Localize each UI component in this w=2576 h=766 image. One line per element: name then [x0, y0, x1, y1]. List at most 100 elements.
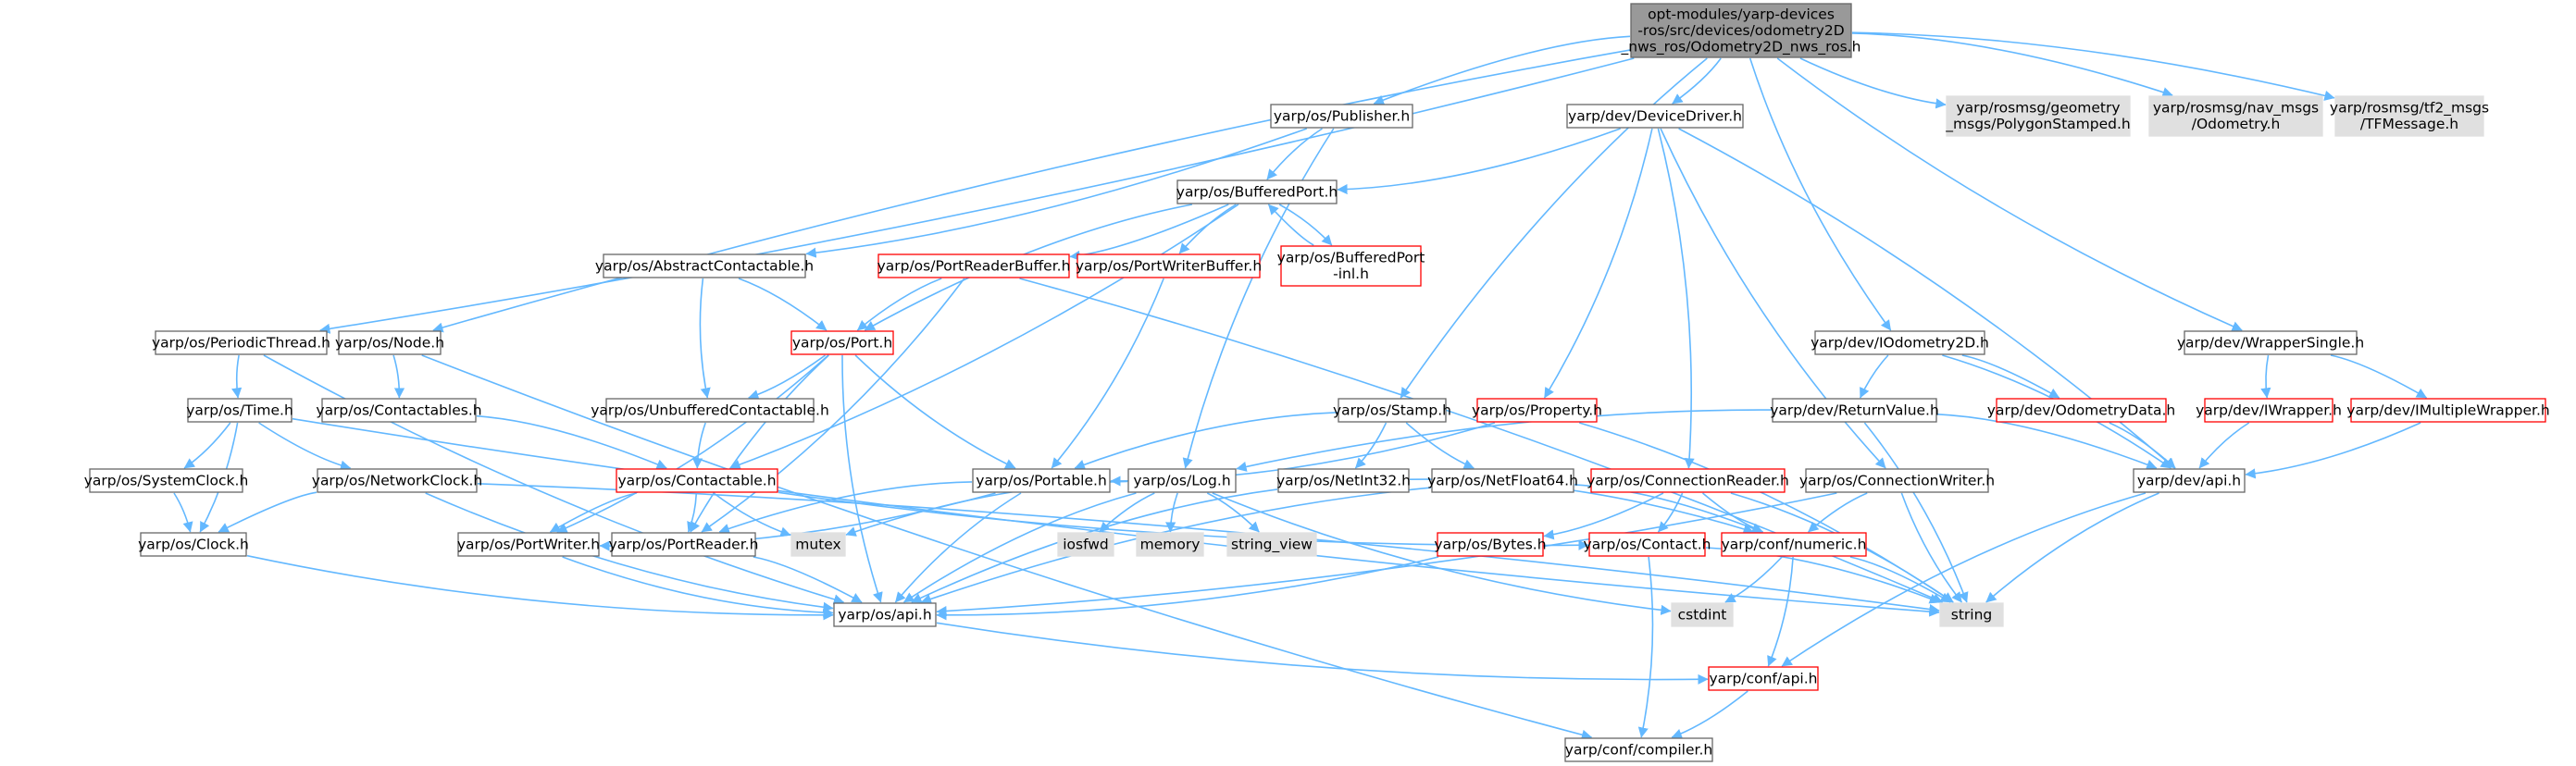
node-log[interactable]: yarp/os/Log.h: [1127, 468, 1237, 493]
edge-returnvalue-to-devapi: [1936, 414, 2158, 470]
node-compiler[interactable]: yarp/conf/compiler.h: [1564, 737, 1713, 762]
node-devapi-box: [2133, 468, 2246, 493]
edge-stamp-to-portable: [1074, 412, 1338, 470]
edge-connectionwriter-to-string: [1900, 492, 1963, 603]
node-unbufferedcontactable[interactable]: yarp/os/UnbufferedContactable.h: [591, 398, 829, 423]
edge-imultiplewrapper-to-devapi: [2245, 422, 2421, 479]
node-stamp[interactable]: yarp/os/Stamp.h: [1333, 398, 1451, 423]
node-confapi-box: [1708, 666, 1819, 691]
edge-portwriter-to-osapi: [562, 556, 834, 618]
edge-abstractcontactable-to-unbufferedcontactable: [699, 278, 711, 399]
edge-log-to-cstdint: [1212, 492, 1672, 615]
node-portwriterbuffer-box: [1076, 253, 1261, 278]
node-portable[interactable]: yarp/os/Portable.h: [972, 468, 1111, 493]
node-networkclock[interactable]: yarp/os/NetworkClock.h: [312, 468, 482, 493]
node-iwrapper[interactable]: yarp/dev/IWrapper.h: [2196, 398, 2342, 423]
edge-wrappersingle-to-iwrapper: [2260, 354, 2271, 399]
node-netfloat64[interactable]: yarp/os/NetFloat64.h: [1427, 468, 1578, 493]
node-stringview-box: [1226, 532, 1317, 557]
edge-wrappersingle-to-imultiplewrapper: [2330, 354, 2427, 399]
edge-devicedriver-to-bufferedport: [1337, 128, 1621, 195]
node-abstractcontactable-box: [603, 253, 806, 278]
node-periodicthread[interactable]: yarp/os/PeriodicThread.h: [152, 330, 330, 355]
edge-netfloat64-to-osapi: [920, 487, 1432, 604]
node-contactable-box: [616, 468, 778, 493]
node-port[interactable]: yarp/os/Port.h: [790, 330, 894, 355]
node-geom-label-line: yarp/rosmsg/geometry: [1956, 100, 2120, 117]
node-odometrydata[interactable]: yarp/dev/OdometryData.h: [1987, 398, 2175, 423]
edge-time-to-networkclock: [258, 422, 352, 471]
node-contactables[interactable]: yarp/os/Contactables.h: [316, 398, 482, 423]
node-devicedriver[interactable]: yarp/dev/DeviceDriver.h: [1566, 104, 1744, 129]
node-netint32[interactable]: yarp/os/NetInt32.h: [1276, 468, 1411, 493]
edge-portable-to-osapi: [894, 492, 1022, 603]
node-bufferedport[interactable]: yarp/os/BufferedPort.h: [1176, 179, 1338, 204]
node-imultiplewrapper[interactable]: yarp/dev/IMultipleWrapper.h: [2346, 398, 2550, 423]
node-string-box: [1939, 602, 2004, 627]
node-connectionreader-box: [1590, 468, 1786, 493]
node-node-label-line: yarp/os/Node.h: [335, 334, 444, 351]
node-bufferedport-label-line: yarp/os/BufferedPort.h: [1176, 183, 1338, 200]
node-confapi-label-line: yarp/conf/api.h: [1709, 670, 1817, 686]
node-bytes[interactable]: yarp/os/Bytes.h: [1434, 532, 1547, 557]
node-stamp-label-line: yarp/os/Stamp.h: [1333, 402, 1451, 418]
node-wrappersingle[interactable]: yarp/dev/WrapperSingle.h: [2177, 330, 2364, 355]
edge-root-to-stamp: [1400, 57, 1708, 399]
node-confapi[interactable]: yarp/conf/api.h: [1708, 666, 1819, 691]
node-time-label-line: yarp/os/Time.h: [186, 402, 293, 418]
node-property[interactable]: yarp/os/Property.h: [1472, 398, 1602, 423]
node-mutex: mutex: [790, 532, 846, 557]
node-mutex-label-line: mutex: [795, 536, 840, 552]
node-node-box: [338, 330, 442, 355]
node-imultiplewrapper-label-line: yarp/dev/IMultipleWrapper.h: [2346, 402, 2549, 418]
node-iodometry2d[interactable]: yarp/dev/IOdometry2D.h: [1811, 330, 1989, 355]
node-time[interactable]: yarp/os/Time.h: [186, 398, 293, 423]
node-portreader[interactable]: yarp/os/PortReader.h: [609, 532, 759, 557]
node-networkclock-box: [317, 468, 478, 493]
node-osapi[interactable]: yarp/os/api.h: [833, 602, 937, 627]
edge-port-to-portreader: [690, 354, 829, 533]
edge-periodicthread-to-time: [231, 354, 243, 399]
node-osapi-box: [833, 602, 937, 627]
edge-returnvalue-to-log: [1236, 409, 1773, 472]
node-portwriter-box: [457, 532, 600, 557]
node-abstractcontactable[interactable]: yarp/os/AbstractContactable.h: [595, 253, 814, 278]
edge-devapi-to-confapi: [1781, 492, 2147, 667]
node-numeric[interactable]: yarp/conf/numeric.h: [1721, 532, 1867, 557]
node-portwriter[interactable]: yarp/os/PortWriter.h: [457, 532, 600, 557]
node-devapi[interactable]: yarp/dev/api.h: [2133, 468, 2246, 493]
node-bufferedportinl[interactable]: yarp/os/BufferedPort-inl.h: [1277, 245, 1425, 287]
edge-connectionreader-to-contact: [1657, 492, 1684, 533]
node-bufferedportinl-label-line: -inl.h: [1333, 266, 1369, 282]
node-node[interactable]: yarp/os/Node.h: [335, 330, 444, 355]
node-iosfwd: iosfwd: [1057, 532, 1114, 557]
node-port-box: [790, 330, 894, 355]
edge-contactables-to-contactable: [476, 414, 667, 470]
node-contactables-label-line: yarp/os/Contactables.h: [316, 402, 481, 418]
edge-portable-to-portreader: [718, 481, 973, 534]
edge-root-to-periodicthread: [319, 57, 1635, 334]
edge-root-to-wrappersingle: [1776, 57, 2243, 331]
node-tf2: yarp/rosmsg/tf2_msgs/TFMessage.h: [2330, 95, 2489, 137]
node-mutex-box: [790, 532, 846, 557]
node-connectionreader[interactable]: yarp/os/ConnectionReader.h: [1587, 468, 1789, 493]
node-portreader-box: [611, 532, 756, 557]
node-portreaderbuffer-box: [877, 253, 1070, 278]
edge-odometrydata-to-devapi: [2109, 422, 2176, 469]
node-portreader-label-line: yarp/os/PortReader.h: [609, 536, 759, 552]
node-connectionwriter[interactable]: yarp/os/ConnectionWriter.h: [1799, 468, 1995, 493]
edge-iodometry2d-to-odometrydata: [1961, 354, 2060, 399]
node-contact[interactable]: yarp/os/Contact.h: [1584, 532, 1711, 557]
node-portreaderbuffer[interactable]: yarp/os/PortReaderBuffer.h: [877, 253, 1071, 278]
node-portwriterbuffer[interactable]: yarp/os/PortWriterBuffer.h: [1076, 253, 1262, 278]
edge-bufferedport-to-port: [864, 204, 1193, 331]
edge-time-to-systemclock: [183, 422, 231, 469]
node-systemclock[interactable]: yarp/os/SystemClock.h: [84, 468, 249, 493]
node-devapi-label-line: yarp/dev/api.h: [2137, 472, 2241, 488]
node-cstdint-box: [1671, 602, 1734, 627]
node-clock[interactable]: yarp/os/Clock.h: [138, 532, 249, 557]
node-contactable[interactable]: yarp/os/Contactable.h: [616, 468, 778, 493]
edge-node-to-contactables: [392, 354, 405, 399]
node-returnvalue[interactable]: yarp/dev/ReturnValue.h: [1770, 398, 1939, 423]
node-publisher[interactable]: yarp/os/Publisher.h: [1270, 104, 1413, 129]
